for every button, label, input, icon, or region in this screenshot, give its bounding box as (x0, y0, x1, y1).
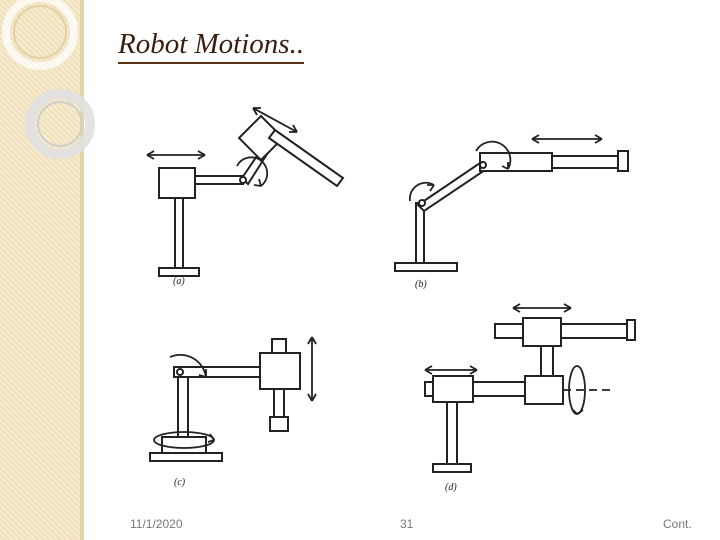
robot-figure-a: (a) (146, 107, 345, 287)
wrist-housing (524, 375, 564, 405)
upper-rail-left (494, 323, 524, 339)
joint-rotate-arrow (169, 354, 207, 378)
figure-label-c: (c) (174, 477, 186, 488)
upper-end-stop (626, 319, 636, 341)
extension-rod (267, 128, 345, 188)
side-band-edge (80, 0, 84, 540)
decorative-rings (2, 0, 95, 159)
figure-label-b: (b) (415, 279, 427, 290)
figure-label-d: (d) (445, 482, 457, 493)
upper-arm (416, 161, 487, 213)
horizontal-arm (173, 366, 263, 378)
base-plate (432, 463, 472, 473)
vertical-column (174, 197, 184, 269)
slide-block (259, 352, 301, 390)
footer-page-number: 31 (400, 517, 414, 531)
footer-note: Cont. (663, 517, 692, 531)
boom-rod (551, 155, 619, 169)
upper-column (540, 343, 554, 377)
lower-carriage (432, 375, 474, 403)
extend-arrow (252, 107, 298, 133)
slide-title: Robot Motions.. (118, 26, 305, 64)
footer-date: 11/1/2020 (130, 517, 183, 531)
turntable-base (161, 436, 207, 454)
base-plate (394, 262, 458, 272)
lower-end-stop (424, 381, 434, 397)
robot-figure-c: (c) (149, 336, 317, 488)
upper-carriage (522, 317, 562, 347)
shoulder-arrow (408, 181, 435, 202)
robot-figure-b: (b) (394, 134, 629, 290)
vertical-column (446, 399, 458, 465)
figure-label-a: (a) (173, 276, 185, 287)
robot-figure-d: (d) (424, 303, 636, 493)
base-plate (158, 267, 200, 277)
base-plate (149, 452, 223, 462)
vertical-column (177, 370, 189, 438)
gripper-stub (269, 416, 289, 432)
slide-top (271, 338, 287, 354)
boom-cylinder (479, 152, 553, 172)
boom-end (617, 150, 629, 172)
body-block (158, 167, 196, 199)
lower-rail (472, 381, 528, 397)
horizontal-arm (194, 175, 244, 185)
slide-rod (273, 388, 285, 418)
pitch-arrow (475, 140, 512, 170)
upper-rail-right (560, 323, 628, 339)
rotate-arrow (236, 156, 269, 187)
vertical-column (415, 202, 425, 264)
